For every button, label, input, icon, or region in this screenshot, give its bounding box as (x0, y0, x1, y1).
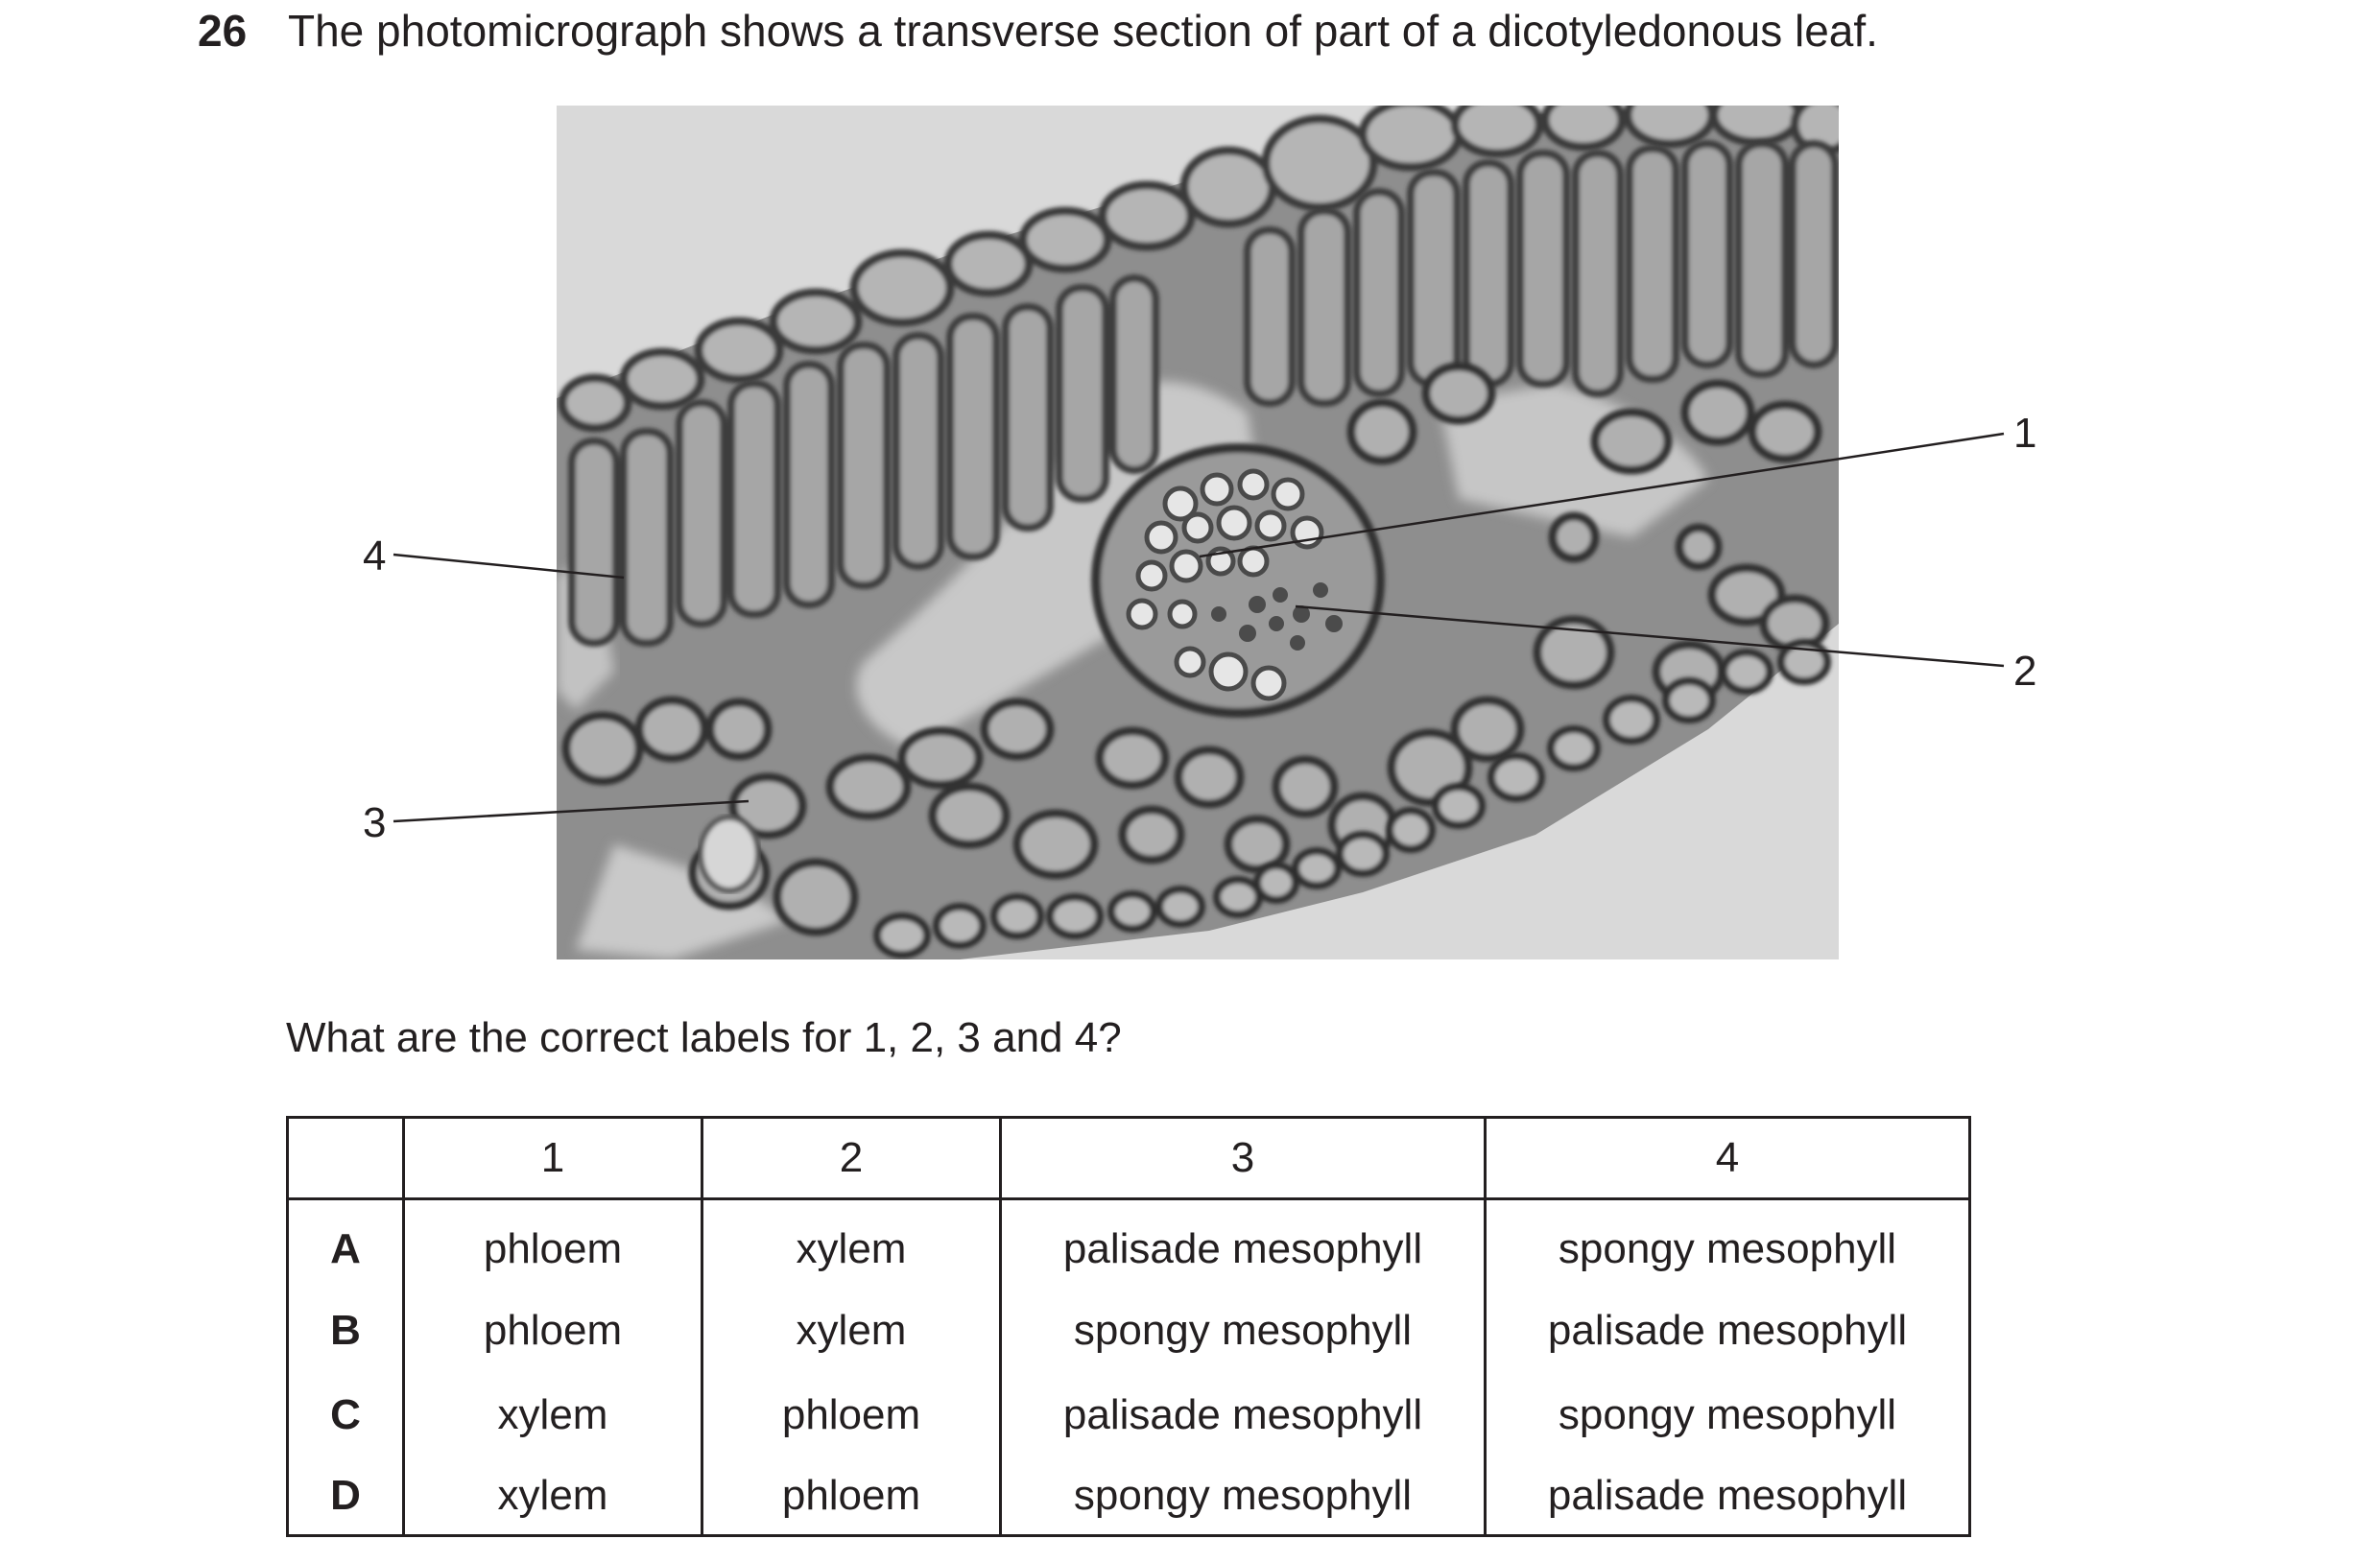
table-cell: phloem (402, 1198, 703, 1289)
table-row[interactable]: A phloem xylem palisade mesophyll spongy… (286, 1198, 1971, 1289)
label-lines (393, 432, 2005, 823)
table-cell: spongy mesophyll (999, 1289, 1487, 1373)
leaf-photomicrograph-figure: 4 3 1 2 (363, 106, 2036, 959)
table-cell: phloem (701, 1373, 1002, 1457)
option-key: A (286, 1198, 405, 1289)
photomicrograph (557, 106, 1839, 959)
table-cell: xylem (701, 1198, 1002, 1289)
header-cell-4: 4 (1484, 1116, 1971, 1200)
vascular-bundle (1091, 443, 1385, 718)
table-cell: xylem (402, 1457, 703, 1537)
table-cell: spongy mesophyll (999, 1457, 1487, 1537)
question-line: 26 The photomicrograph shows a transverse… (198, 2, 1878, 59)
table-cell: spongy mesophyll (1484, 1373, 1971, 1457)
question-number: 26 (198, 6, 248, 56)
answer-table: 1 2 3 4 A phloem xylem palisade mesophyl… (286, 1116, 1971, 1537)
table-cell: palisade mesophyll (999, 1373, 1487, 1457)
figure-label-1: 1 (2013, 410, 2036, 457)
header-cell-1: 1 (402, 1116, 703, 1200)
question-prompt: What are the correct labels for 1, 2, 3 … (286, 1014, 1122, 1061)
table-cell: palisade mesophyll (999, 1198, 1487, 1289)
header-cell-3: 3 (999, 1116, 1487, 1200)
table-cell: palisade mesophyll (1484, 1457, 1971, 1537)
table-header-row: 1 2 3 4 (286, 1116, 1971, 1200)
header-cell-blank (286, 1116, 405, 1200)
table-cell: xylem (701, 1289, 1002, 1373)
option-key: C (286, 1373, 405, 1457)
option-key: D (286, 1457, 405, 1537)
table-row[interactable]: B phloem xylem spongy mesophyll palisade… (286, 1289, 1971, 1373)
table-row[interactable]: C xylem phloem palisade mesophyll spongy… (286, 1373, 1971, 1457)
figure-label-2: 2 (2013, 648, 2036, 695)
option-key: B (286, 1289, 405, 1373)
table-row[interactable]: D xylem phloem spongy mesophyll palisade… (286, 1457, 1971, 1537)
table-cell: palisade mesophyll (1484, 1289, 1971, 1373)
table-cell: spongy mesophyll (1484, 1198, 1971, 1289)
question-text: The photomicrograph shows a transverse s… (288, 6, 1878, 56)
header-cell-2: 2 (701, 1116, 1002, 1200)
figure-label-3: 3 (363, 799, 386, 846)
table-cell: xylem (402, 1373, 703, 1457)
table-cell: phloem (402, 1289, 703, 1373)
table-cell: phloem (701, 1457, 1002, 1537)
figure-label-4: 4 (363, 533, 386, 580)
